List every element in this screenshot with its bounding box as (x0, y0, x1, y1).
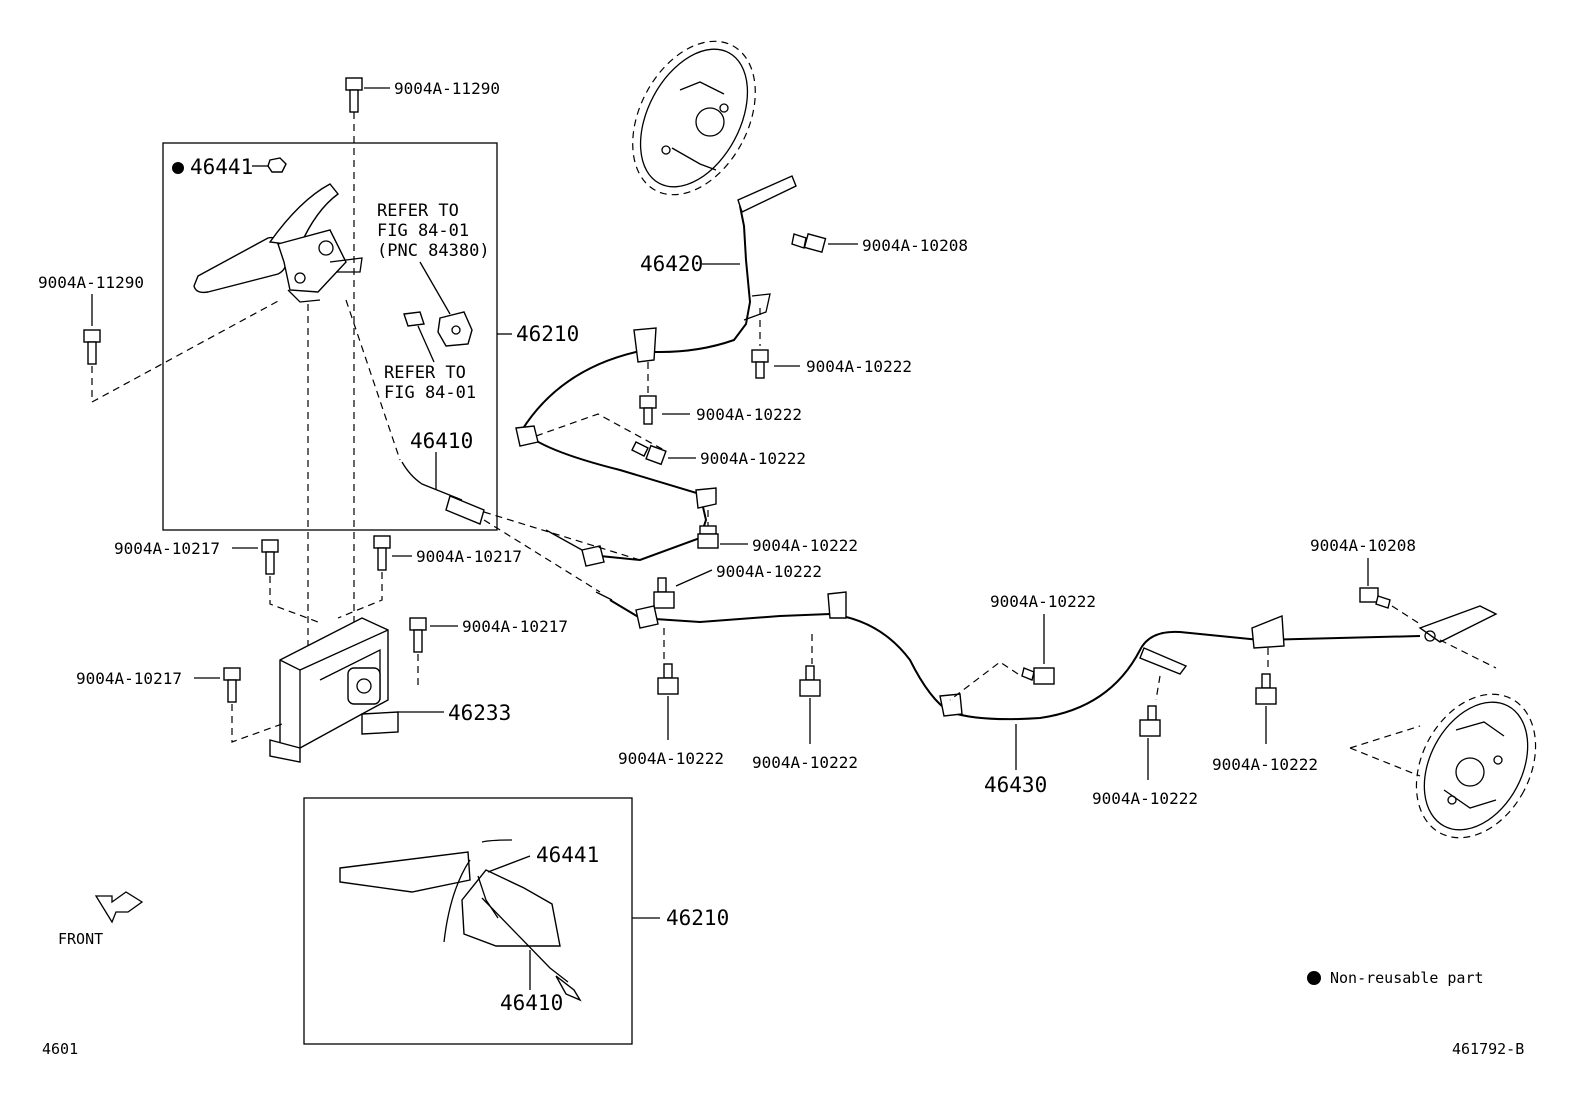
detail-46210-label: 46210 (666, 906, 729, 930)
refer-note-2b: FIG 84-01 (384, 383, 476, 403)
legend-dot (1307, 971, 1321, 985)
bolt-10208-upper[interactable] (791, 233, 827, 253)
bolt-10217-b[interactable] (373, 535, 391, 571)
non-reusable-marker (172, 162, 184, 174)
bolt-10217-a-label: 9004A-10217 (114, 539, 220, 558)
detail-cable-46410[interactable] (481, 897, 582, 1002)
refer-note-1a: REFER TO (377, 201, 459, 221)
bolt-10208-lower-label: 9004A-10208 (1310, 536, 1416, 555)
front-cable-46410[interactable] (345, 299, 485, 525)
lever-46210-label: 46210 (516, 322, 579, 346)
cable-46420-label: 46420 (640, 252, 703, 276)
bolt-10208-upper-label: 9004A-10208 (862, 236, 968, 255)
bolt-10222-g-label: 9004A-10222 (752, 753, 858, 772)
cable-46410-label: 46410 (410, 429, 473, 453)
refer-note-1b: FIG 84-01 (377, 221, 469, 241)
bolt-10217-a[interactable] (261, 539, 279, 575)
bolt-10222-j-label: 9004A-10222 (1212, 755, 1318, 774)
bolt-10222-b-label: 9004A-10222 (696, 405, 802, 424)
bolt-10222-h-label: 9004A-10222 (990, 592, 1096, 611)
bolt-10222-f-label: 9004A-10222 (618, 749, 724, 768)
bolt-10222-g[interactable] (799, 665, 821, 697)
bolt-10217-c[interactable] (409, 617, 427, 653)
bolt-10217-c-label: 9004A-10217 (462, 617, 568, 636)
page-code: 4601 (42, 1040, 78, 1058)
bolt-10222-j[interactable] (1255, 673, 1277, 705)
bracket-46233[interactable] (269, 617, 399, 763)
front-label: FRONT (58, 930, 103, 948)
rear-cable-46420[interactable] (515, 175, 797, 567)
switch-part[interactable] (403, 311, 473, 347)
bolt-10217-d[interactable] (223, 667, 241, 703)
bolt-10222-a-label: 9004A-10222 (806, 357, 912, 376)
bracket-46233-label: 46233 (448, 701, 511, 725)
bolt-10208-lower[interactable] (1359, 587, 1391, 609)
bolt-10222-d-label: 9004A-10222 (752, 536, 858, 555)
refer-note-1c: (PNC 84380) (377, 241, 490, 261)
bolt-10222-i[interactable] (1139, 705, 1161, 737)
parking-brake-lever-46210[interactable] (193, 183, 363, 303)
bolt-11290-left-label: 9004A-11290 (38, 273, 144, 292)
bolt-10222-f[interactable] (657, 663, 679, 695)
detail-box (303, 797, 633, 1045)
bolt-10222-c-label: 9004A-10222 (700, 449, 806, 468)
nut-46441-label: 46441 (190, 155, 253, 179)
bolt-10222-c[interactable] (631, 441, 667, 466)
detail-46441-label: 46441 (536, 843, 599, 867)
nut-46441[interactable] (267, 157, 287, 173)
front-arrow-icon (94, 891, 144, 924)
bolt-10222-a[interactable] (751, 349, 769, 379)
bolt-10217-b-label: 9004A-10217 (416, 547, 522, 566)
cable-46430-label: 46430 (984, 773, 1047, 797)
bolt-10222-b[interactable] (639, 395, 657, 425)
backing-plate-upper[interactable] (608, 20, 780, 216)
legend-label: Non-reusable part (1330, 969, 1484, 987)
refer-note-2a: REFER TO (384, 363, 466, 383)
backing-plate-lower[interactable] (1393, 674, 1560, 859)
bolt-11290-top-label: 9004A-11290 (394, 79, 500, 98)
bolt-10217-d-label: 9004A-10217 (76, 669, 182, 688)
bolt-10222-h[interactable] (1021, 667, 1055, 685)
rear-cable-46430[interactable] (595, 591, 1498, 721)
lever-assembly-box (162, 142, 498, 531)
detail-lever-46210[interactable] (339, 839, 561, 947)
bolt-11290-top[interactable] (345, 77, 363, 113)
detail-46410-label: 46410 (500, 991, 563, 1015)
bolt-11290-left[interactable] (83, 329, 101, 365)
figure-id: 461792-B (1452, 1040, 1524, 1058)
bolt-10222-d[interactable] (697, 525, 719, 549)
bolt-10222-e-label: 9004A-10222 (716, 562, 822, 581)
bolt-10222-e[interactable] (653, 577, 675, 609)
bolt-10222-i-label: 9004A-10222 (1092, 789, 1198, 808)
